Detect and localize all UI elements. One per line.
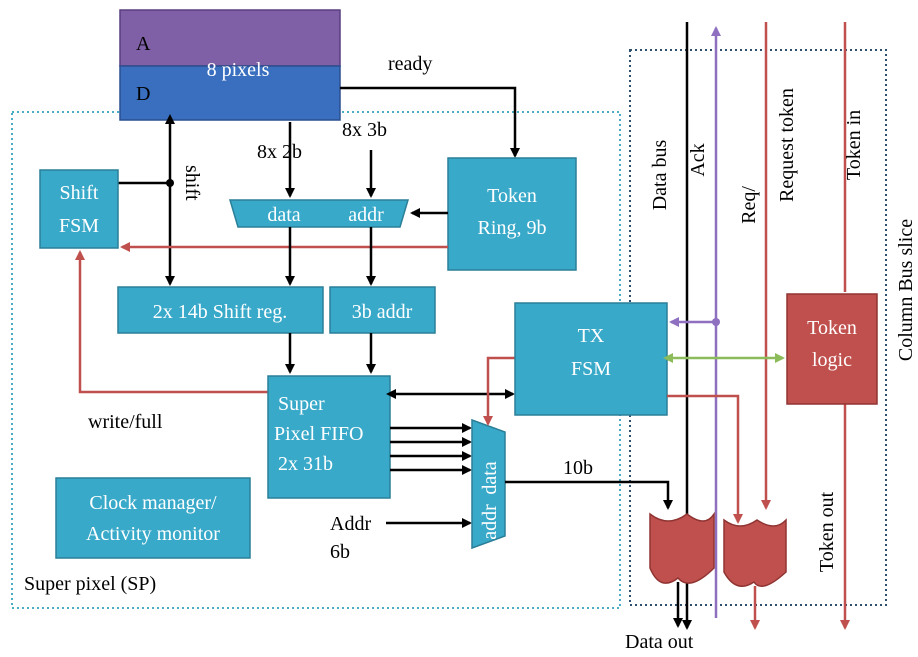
out-mux-data-label: data — [479, 461, 501, 494]
data-bus-label: Data bus — [649, 140, 671, 211]
input-mux: data addr — [228, 199, 410, 228]
tx-to-req-line — [667, 394, 743, 524]
ack-junction — [712, 318, 720, 326]
pixel-title: 8 pixels — [207, 59, 270, 81]
out-10b-line — [505, 480, 673, 510]
token-ring-line1: Token — [487, 185, 537, 207]
shift-fsm-block: Shift FSM — [39, 169, 119, 249]
shift-fsm-line1: Shift — [60, 182, 99, 204]
bus-10b-label: 10b — [563, 457, 593, 479]
addr-reg-label: 3b addr — [352, 301, 413, 323]
fifo-block: Super Pixel FIFO 2x 31b — [267, 375, 391, 499]
analog-label: A — [136, 33, 151, 55]
shift-junction — [166, 179, 174, 187]
output-mux: data addr — [471, 418, 506, 550]
fifo-line1: Super — [278, 393, 325, 415]
clock-manager-block: Clock manager/ Activity monitor — [55, 477, 251, 559]
shift-fsm-line2: FSM — [59, 215, 99, 237]
clock-manager-line2: Activity monitor — [86, 523, 220, 545]
ready-label: ready — [388, 53, 432, 75]
token-ring-block: Token Ring, 9b — [447, 157, 577, 271]
tx-fsm-line2: FSM — [571, 358, 611, 380]
write-full-line — [75, 250, 268, 394]
clock-manager-line1: Clock manager/ — [89, 492, 217, 514]
write-full-label: write/full — [88, 411, 163, 433]
pixel-block: A D 8 pixels — [119, 9, 341, 121]
request-or-gate — [723, 518, 787, 587]
token-ring-line2: Ring, 9b — [478, 217, 547, 239]
token-logic-line2: logic — [812, 349, 852, 371]
bus-8x3b-label: 8x 3b — [342, 119, 387, 141]
shift-reg-label: 2x 14b Shift reg. — [153, 301, 287, 323]
fifo-line2: Pixel FIFO — [274, 423, 363, 445]
shift-label: shift — [181, 165, 203, 201]
mux-data-label: data — [267, 204, 300, 226]
request-token-label: Request token — [776, 88, 798, 202]
token-out-label: Token out — [816, 491, 838, 572]
ready-line — [340, 86, 520, 158]
super-pixel-label: Super pixel (SP) — [24, 573, 156, 595]
digital-label: D — [136, 83, 150, 105]
ack-label: Ack — [687, 143, 709, 176]
tx-fsm-line1: TX — [578, 325, 605, 347]
addr-in-line1: Addr — [330, 513, 371, 535]
addr-in-line2: 6b — [330, 541, 350, 563]
data-out-label: Data out — [625, 631, 694, 653]
column-bus-label: Column Bus slice — [895, 219, 917, 361]
token-in-label: Token in — [843, 110, 865, 180]
addr-reg-block: 3b addr — [329, 286, 436, 334]
data-or-gate — [649, 511, 715, 584]
tx-fsm-block: TX FSM — [514, 302, 668, 416]
out-mux-addr-label: addr — [479, 504, 501, 540]
token-logic-block: Token logic — [786, 293, 878, 405]
fifo-line3: 2x 31b — [278, 453, 333, 475]
token-logic-line1: Token — [807, 317, 857, 339]
mux-addr-label: addr — [348, 204, 384, 226]
tx-select-line — [483, 356, 515, 426]
req-label: Req/ — [738, 186, 760, 224]
shift-reg-block: 2x 14b Shift reg. — [117, 286, 324, 334]
bus-8x2b-label: 8x 2b — [257, 141, 302, 163]
